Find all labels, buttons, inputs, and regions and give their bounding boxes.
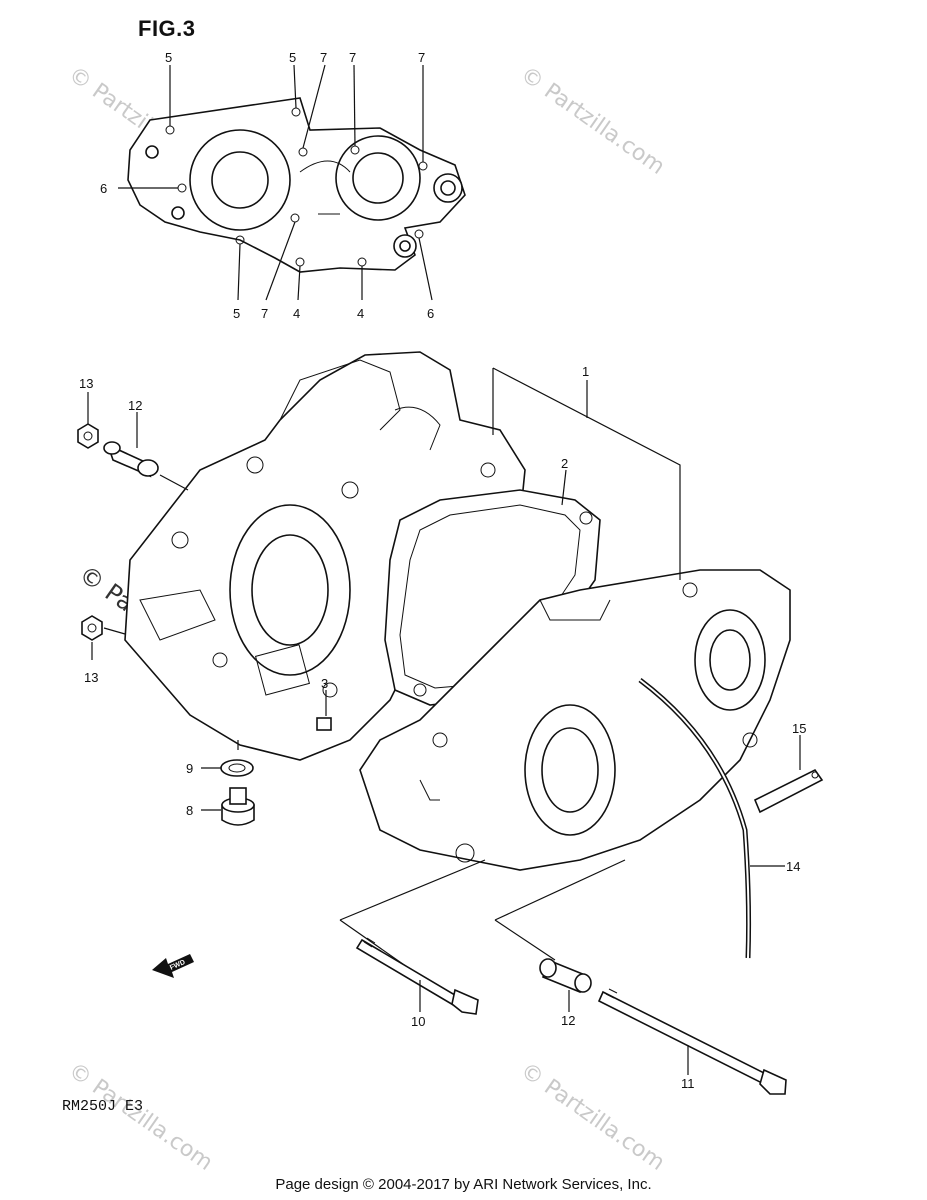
- top-leader-lines: [118, 64, 433, 301]
- callout-14: 14: [786, 859, 800, 874]
- callout-1: 1: [582, 364, 589, 379]
- callout-7: 7: [349, 50, 356, 65]
- callout-4: 4: [357, 306, 364, 321]
- callout-5: 5: [165, 50, 172, 65]
- model-code: RM250J E3: [62, 1098, 144, 1115]
- callout-7: 7: [418, 50, 425, 65]
- callout-6: 6: [427, 306, 434, 321]
- crankcase-bolt-11: [597, 988, 787, 1095]
- dowel-pin-3: [316, 717, 332, 731]
- crankcase-half-top-view: [127, 97, 466, 273]
- callout-8: 8: [186, 803, 193, 818]
- dowel-pin-lower: [539, 958, 592, 994]
- callout-12: 12: [128, 398, 142, 413]
- drain-plug: [221, 787, 255, 826]
- callout-15: 15: [792, 721, 806, 736]
- fwd-label: FWD: [169, 959, 186, 972]
- left-crankcase-half: [124, 351, 526, 761]
- nut-lower: [81, 615, 103, 641]
- dowel-pin-upper: [103, 441, 159, 478]
- nut-upper: [77, 423, 99, 449]
- main-leader-lines: [87, 380, 801, 1075]
- figure-title: FIG.3: [138, 16, 196, 41]
- callout-7: 7: [261, 306, 268, 321]
- callout-7: 7: [320, 50, 327, 65]
- callout-5: 5: [289, 50, 296, 65]
- bolt-leader-right: [494, 859, 626, 961]
- callout-2: 2: [561, 456, 568, 471]
- page-footer: Page design © 2004-2017 by ARI Network S…: [275, 1176, 652, 1193]
- callout-6: 6: [100, 181, 107, 196]
- callout-13: 13: [84, 670, 98, 685]
- callout-11: 11: [681, 1076, 695, 1091]
- hose-clamp: [753, 768, 824, 814]
- forward-direction-arrow: FWD: [152, 954, 194, 978]
- callout-13: 13: [79, 376, 93, 391]
- right-crankcase-half: [359, 569, 791, 871]
- callout-3: 3: [321, 676, 328, 691]
- gasket-washer: [220, 759, 254, 777]
- crankcase-bolt-10: [355, 937, 479, 1015]
- assembly-bracket: [492, 367, 681, 580]
- callout-4: 4: [293, 306, 300, 321]
- callout-10: 10: [411, 1014, 425, 1029]
- callout-9: 9: [186, 761, 193, 776]
- callout-12: 12: [561, 1013, 575, 1028]
- callout-5: 5: [233, 306, 240, 321]
